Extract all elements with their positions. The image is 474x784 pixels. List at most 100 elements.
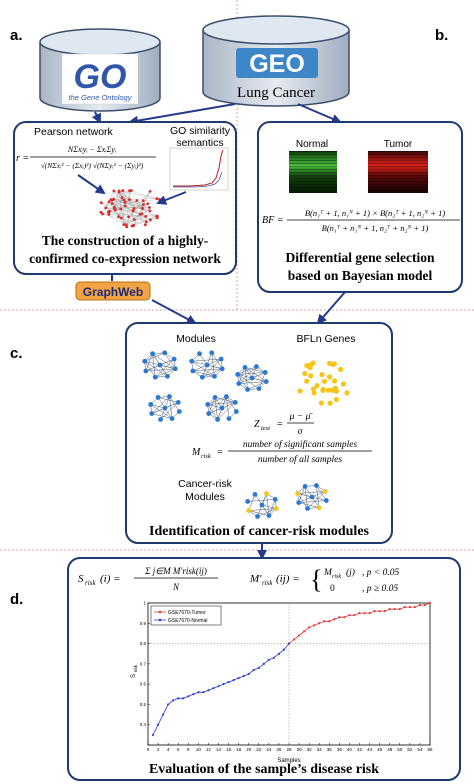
y-axis-label: S [131,674,137,678]
module-node [245,387,250,392]
data-point [328,620,331,623]
data-point [212,687,215,690]
legend-marker-normal [158,618,162,622]
module-node [242,364,248,370]
graphweb-logo: GraphWeb [75,281,151,301]
module-node [262,370,268,375]
panel-label-b: b. [435,27,448,44]
module-node [322,489,328,494]
srisk-numerator: Σ j∈M M′risk(ij) [144,566,207,576]
module-node [245,499,251,504]
network-node [108,209,111,213]
data-point [242,674,245,678]
module-node [169,416,175,422]
module-node [272,497,278,502]
gene-node [344,390,350,396]
module-node [246,508,252,513]
bf-formula-denominator: B(n₁ᵀ + n₁ᴺ + 1, n₂ᵀ + n₂ᴺ + 1) [322,223,429,233]
network-node [124,223,128,227]
gene-node [333,396,339,403]
module-node [263,379,269,384]
y-tick-label: 0.7 [140,661,147,666]
gene-node [311,390,317,396]
x-tick-label: 40 [347,747,353,752]
module-node [189,358,195,364]
x-tick-label: 6 [177,747,180,752]
module-node [259,502,265,508]
network-node [141,199,145,203]
gene-node [297,388,303,394]
network-node [135,199,139,202]
network-node [146,202,150,206]
y-tick-label: 0.6 [140,682,147,687]
y-tick-label: 0.8 [140,641,147,646]
x-tick-label: 34 [317,747,323,752]
data-point [227,681,230,684]
y-axis-label-subscript: risk [133,664,138,672]
network-node [148,206,151,209]
network-node [101,212,104,216]
network-node [155,216,159,220]
module-node [162,405,168,411]
x-tick-label: 32 [307,747,313,752]
data-point [318,622,321,625]
data-point [403,605,406,609]
data-point [156,723,160,726]
network-node [99,210,103,214]
go-database-icon: GO the Gene Ontology [39,28,161,112]
gene-node [304,378,310,384]
arrow [77,174,106,195]
data-point [353,614,356,617]
network-node [158,198,162,201]
data-point [272,656,275,659]
tumor-label: Tumor [384,139,413,150]
gene-node [310,360,316,366]
box-a-caption-line2: confirmed co-expression network [29,251,221,266]
data-point [368,612,371,615]
network-node [148,209,152,213]
module-node [176,409,182,414]
gene-node [333,388,340,394]
module-node [323,498,329,503]
module-node [295,491,301,496]
geo-label: Lung Cancer [237,85,315,101]
mprime-case1-subscript: risk [332,574,341,580]
x-tick-label: 4 [167,747,170,752]
series-line-normal [152,643,290,736]
pearson-network-title: Pearson network [34,126,114,138]
mprime-case1-condition: , p < 0.05 [362,568,400,578]
data-point [217,685,220,688]
data-point [177,697,180,700]
module-node [226,416,232,422]
module-node [142,358,148,364]
x-tick-label: 10 [196,747,202,752]
srisk-denominator: N [172,582,180,592]
x-tick-label: 46 [377,747,383,752]
network-node [133,218,136,221]
geo-database-icon: GEO Lung Cancer [202,15,350,107]
srisk-arg: (i) = [100,573,121,585]
cancer-risk-label-line2: Modules [185,491,225,503]
x-tick-label: 30 [297,747,303,752]
data-point [192,693,195,696]
svg-text:=: = [217,447,223,458]
network-node [109,198,113,202]
network-node [121,189,125,192]
differential-gene-box: Normal Tumor BF = B(n₁ᵀ + 1, n₁ᴺ + 1) × … [257,121,463,293]
svg-text:=: = [277,419,283,430]
data-point [247,672,250,676]
network-construction-box: Pearson network GO similarity semantics … [13,121,237,275]
module-node [197,351,202,357]
data-point [338,616,341,619]
data-point [398,607,401,611]
module-node [162,350,168,356]
gene-node [321,378,328,384]
module-node [305,506,310,511]
module-node [212,394,218,400]
data-point [363,612,366,615]
gene-node [320,387,326,393]
module-node [254,364,259,369]
cancer-risk-label: Cancer-risk [178,478,232,490]
x-tick-label: 24 [266,747,272,752]
module-node [204,362,210,368]
